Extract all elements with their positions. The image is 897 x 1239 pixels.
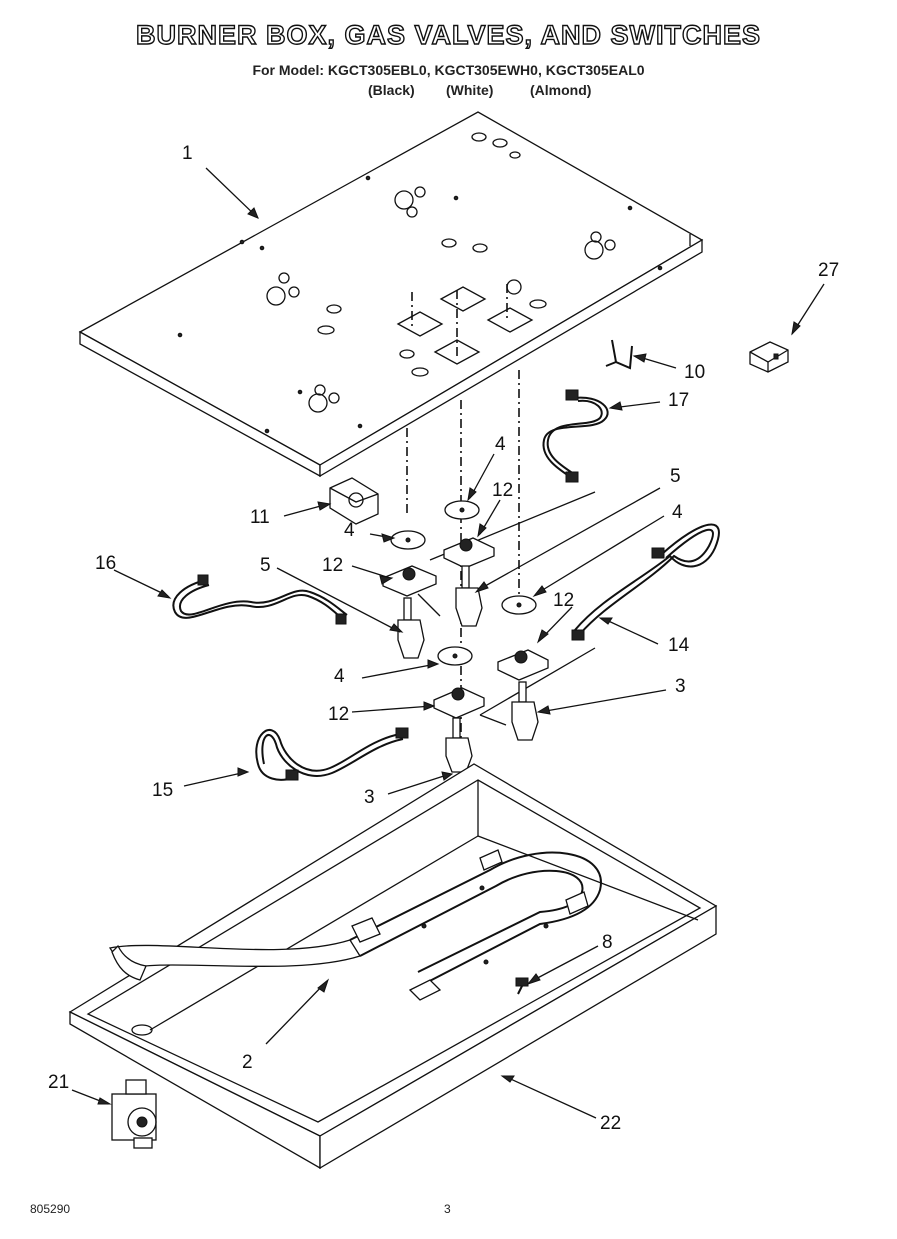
- callout-10: 10: [684, 362, 706, 383]
- tube-17: [542, 396, 609, 479]
- callout-11: 11: [250, 507, 270, 528]
- callout-1: 1: [182, 143, 193, 164]
- switch-27: [749, 341, 789, 373]
- callout-17: 17: [668, 390, 690, 411]
- callout-4-lower: 4: [334, 666, 345, 687]
- callout-2: 2: [242, 1052, 253, 1073]
- tube-14: [574, 523, 720, 631]
- diagram-title: BURNER BOX, GAS VALVES, AND SWITCHES: [135, 19, 762, 50]
- color-label-almond: (Almond): [530, 82, 592, 98]
- callout-22: 22: [600, 1113, 622, 1134]
- bracket-11: [329, 477, 379, 525]
- callout-15: 15: [152, 780, 174, 801]
- tube-16: [172, 579, 345, 621]
- callout-27: 27: [818, 260, 840, 281]
- screw-8: [515, 977, 529, 995]
- clip-10: [605, 339, 633, 370]
- callout-4-top: 4: [495, 434, 506, 455]
- regulator-21: [111, 1079, 157, 1149]
- callout-5-left: 5: [260, 555, 271, 576]
- callout-12-right: 12: [553, 590, 575, 611]
- callout-3-lower: 3: [364, 787, 375, 808]
- gas-valves: [397, 565, 539, 773]
- callout-12-lower: 12: [328, 704, 350, 725]
- callout-3-right: 3: [675, 676, 686, 697]
- callout-16: 16: [95, 553, 117, 574]
- document-number: 805290: [30, 1202, 71, 1216]
- callout-4-left: 4: [344, 520, 355, 541]
- switch-mounts-12: [382, 537, 549, 719]
- model-line: For Model: KGCT305EBL0, KGCT305EWH0, KGC…: [252, 62, 645, 78]
- page-number: 3: [444, 1202, 451, 1216]
- callout-5-right: 5: [670, 466, 681, 487]
- callout-12-top: 12: [492, 480, 514, 501]
- burner-box-pan: [68, 763, 718, 1170]
- color-label-white: (White): [446, 82, 494, 98]
- washers-4: [390, 500, 537, 666]
- callout-12-left: 12: [322, 555, 344, 576]
- cooktop-panel: [78, 111, 704, 478]
- burner-2: [108, 849, 602, 1001]
- callout-8: 8: [602, 932, 613, 953]
- leader-arrows: [71, 167, 825, 1119]
- callout-21: 21: [48, 1072, 70, 1093]
- color-label-black: (Black): [368, 82, 415, 98]
- tube-15: [255, 729, 401, 781]
- callout-4-right: 4: [672, 502, 683, 523]
- callout-14: 14: [668, 635, 690, 656]
